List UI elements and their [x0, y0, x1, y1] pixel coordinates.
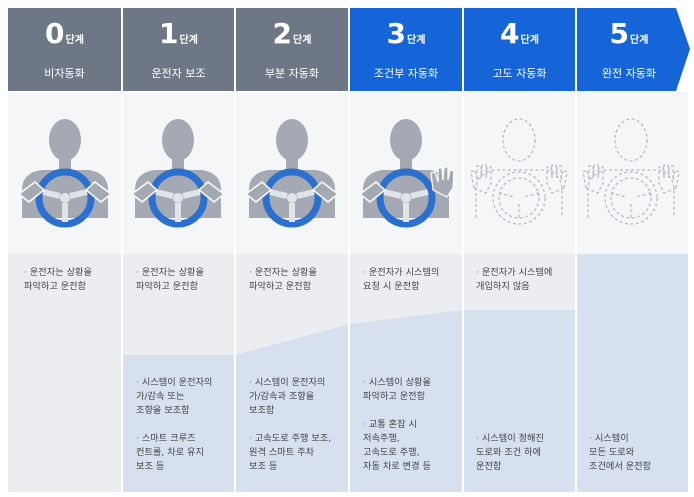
header-strip [8, 8, 690, 91]
level-header-2: 2단계 부분 자동화 [236, 8, 348, 91]
level-header-1: 1단계 운전자 보조 [123, 8, 234, 91]
level-number: 1 [159, 17, 179, 50]
driver-icon-5 [582, 118, 680, 225]
level-unit: 단계 [407, 35, 426, 46]
level-name: 완전 자동화 [601, 67, 657, 80]
level-unit: 단계 [630, 35, 649, 46]
header-bg-2 [236, 8, 348, 91]
driver-note-0: · 운전자는 상황을 파악하고 운전함 [24, 267, 92, 292]
level-number: 3 [386, 17, 407, 50]
driver-icon-2 [245, 119, 339, 224]
level-header-0: 0단계 비자동화 [8, 8, 121, 91]
level-name: 조건부 자동화 [373, 67, 439, 80]
level-unit: 단계 [179, 35, 198, 46]
header-bg-3 [350, 8, 462, 91]
driver-icon-3 [358, 119, 455, 228]
level-unit: 단계 [520, 35, 539, 46]
driver-icon-4 [470, 118, 568, 225]
level-name: 고도 자동화 [492, 67, 547, 80]
level-header-4: 4단계 고도 자동화 [464, 8, 575, 91]
level-name: 부분 자동화 [264, 67, 320, 80]
example-note-3: · 교통 혼잡 시 저속주행, 고속도로 주행, 자동 차로 변경 등 [363, 419, 431, 472]
level-number: 4 [500, 17, 520, 50]
example-note-1: · 스마트 크루즈 컨트롤, 차로 유지 보조 등 [136, 433, 204, 472]
level-number: 5 [609, 17, 630, 50]
level-header-5: 5단계 완전 자동화 [577, 8, 681, 91]
driver-note-3: · 운전자가 시스템의 요청 시 운전함 [363, 267, 440, 292]
system-note-4: · 시스템이 정해진 도로와 조건 하에 운전함 [476, 433, 544, 472]
level-name: 운전자 보조 [151, 67, 206, 80]
system-note-1: · 시스템이 운전자의 가/감속 또는 조향을 보조함 [136, 377, 213, 416]
driver-icon-1 [131, 119, 225, 224]
header-bg-5 [577, 8, 690, 91]
level-name: 비자동화 [44, 67, 85, 80]
driver-icon-0 [18, 119, 112, 224]
driver-area-l5 [576, 254, 688, 492]
driver-icons [18, 118, 680, 228]
system-note-2: · 시스템이 운전자의 가/감속과 조향을 보조함 [249, 377, 326, 416]
example-note-2: · 고속도로 주행 보조, 원격 스마트 주차 보조 등 [249, 433, 332, 472]
level-header-3: 3단계 조건부 자동화 [350, 8, 462, 91]
header-bg-4 [464, 8, 575, 91]
level-number: 0 [45, 17, 65, 50]
level-unit: 단계 [293, 35, 312, 46]
header-bg-1 [123, 8, 234, 91]
system-note-3: · 시스템이 상황을 파악하고 운전함 [363, 377, 431, 402]
level-unit: 단계 [65, 35, 84, 46]
driver-note-4: · 운전자가 시스템에 개입하지 않음 [476, 267, 553, 292]
level-number: 2 [272, 17, 293, 50]
header-bg-0 [8, 8, 121, 91]
system-note-5: · 시스템이 모든 도로와 조건에서 운전함 [589, 433, 652, 472]
column-separators [121, 92, 577, 492]
driver-note-2: · 운전자는 상황을 파악하고 운전함 [249, 267, 317, 292]
driver-note-1: · 운전자는 상황을 파악하고 운전함 [136, 267, 204, 292]
